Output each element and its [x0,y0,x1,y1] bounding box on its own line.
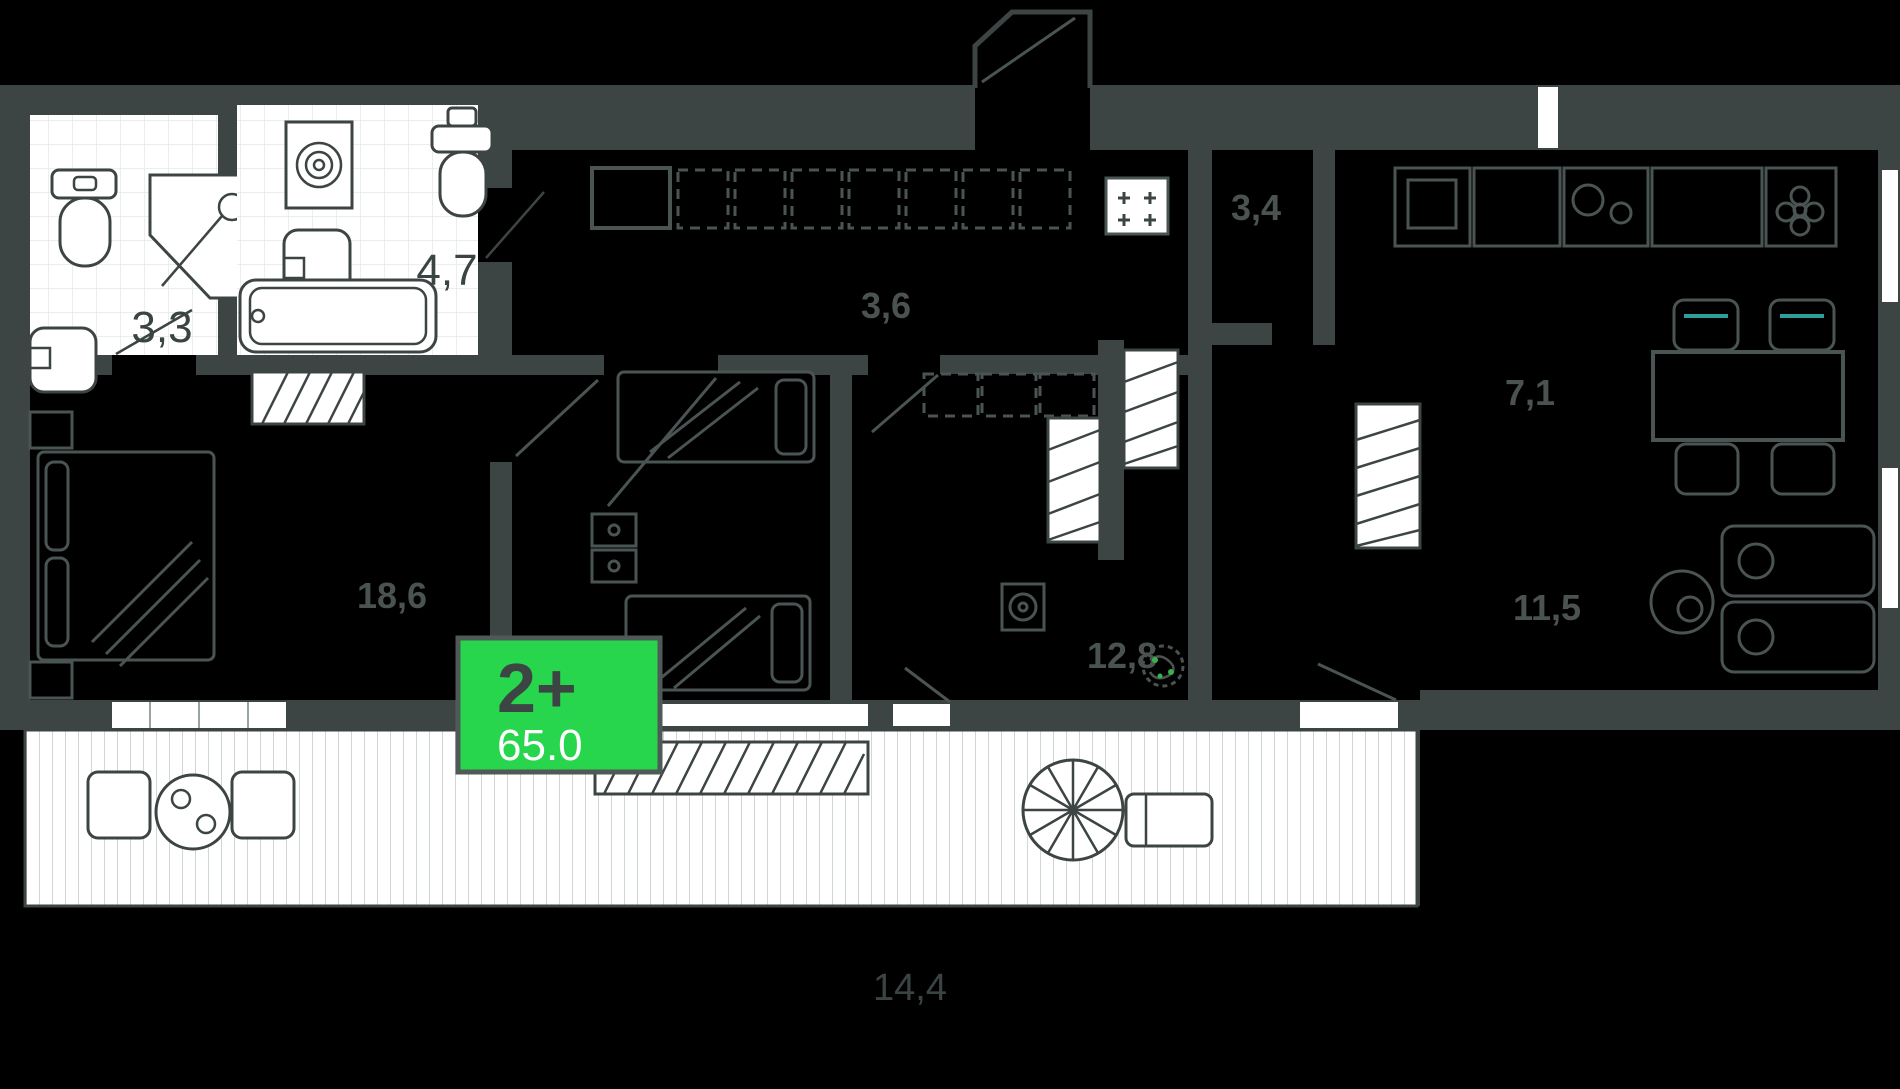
window [598,704,868,726]
wardrobe-icon [1122,348,1180,470]
door-swing-icon [485,191,545,259]
flower-icon [1775,185,1825,237]
room-kids [590,370,816,692]
lounger-icon [1124,792,1214,848]
room-label-bedroom-left: 18,6 [357,575,427,616]
room-bathroom-large: 4,7 [237,105,545,355]
door-swing-icon [871,373,939,434]
doormat-icon [250,370,366,426]
terrace-table-icon [154,773,232,851]
nightstand-icon [590,512,638,584]
room-label-living: 11,5 [1513,587,1581,628]
fridge-icon [590,166,672,230]
kitchen-sink-icon [1406,178,1458,230]
toilet-icon [50,168,118,268]
room-bedroom-left: 18,6 [28,378,600,700]
room-label-entry-hall: 3,4 [1231,187,1281,228]
double-bed-icon [36,450,216,668]
wardrobe-icon [1046,416,1102,544]
wardrobe-icon [1354,402,1422,550]
door-swing-icon [1317,662,1397,702]
badge-total-area: 65.0 [497,721,583,770]
nightstand-icon [28,410,74,450]
closet-icon [922,372,1096,418]
bathtub-icon [238,278,438,354]
area-badge: 2+ 65.0 [455,635,663,775]
washing-machine-icon [284,120,354,210]
window [112,702,286,728]
kitchen-counter-icon [1393,166,1838,248]
chair-icon [1770,442,1836,496]
room-label-bathroom-large: 4,7 [416,246,477,295]
stove-icon [1104,176,1170,236]
window [1882,170,1898,302]
windows [112,87,1898,728]
closet-icon [676,168,1072,230]
room-label-terrace: 14,4 [873,967,947,1009]
entry-door-icon [972,9,1093,88]
toilet-icon [430,106,494,218]
room-label-kitchen: 7,1 [1505,372,1555,413]
room-label-bathroom-small: 3,3 [131,303,192,352]
spiral-stair-icon [1021,758,1125,862]
terrace-chair-icon [230,770,296,840]
sink-icon [28,326,98,394]
room-bedroom-middle: 12,8 [871,348,1185,688]
dining-table-icon [1651,298,1845,496]
room-bathroom-small: 3,3 [28,115,264,394]
door-swing-icon [514,378,600,458]
room-terrace: 14,4 [23,728,1419,1009]
sofa-icon [1720,524,1876,674]
room-kitchen: 7,1 [1393,166,1845,496]
window [893,704,950,726]
nightstand-icon [28,660,74,700]
boiler-icon [1000,582,1046,632]
swivel-chair-icon [1649,569,1715,635]
door-swing-icon [904,666,951,704]
plant-icon [1141,644,1185,688]
window [1538,87,1558,148]
chair-icon [1672,298,1740,352]
room-label-hall-closet: 3,6 [861,285,911,326]
door-swing-icon [115,308,193,356]
badge-room-count: 2+ [497,649,577,727]
window [1300,702,1398,728]
room-hall-closet: 3,6 [590,166,1170,326]
room-living: 11,5 [1317,402,1876,702]
door-swing-icon [606,377,718,507]
chair-icon [1674,442,1740,496]
room-entry-hall: 3,4 [1231,187,1281,228]
window [1882,468,1898,608]
terrace-chair-icon [86,770,152,840]
area-badge-box [455,635,663,775]
chair-icon [1768,298,1836,352]
single-bed-icon [616,370,816,464]
